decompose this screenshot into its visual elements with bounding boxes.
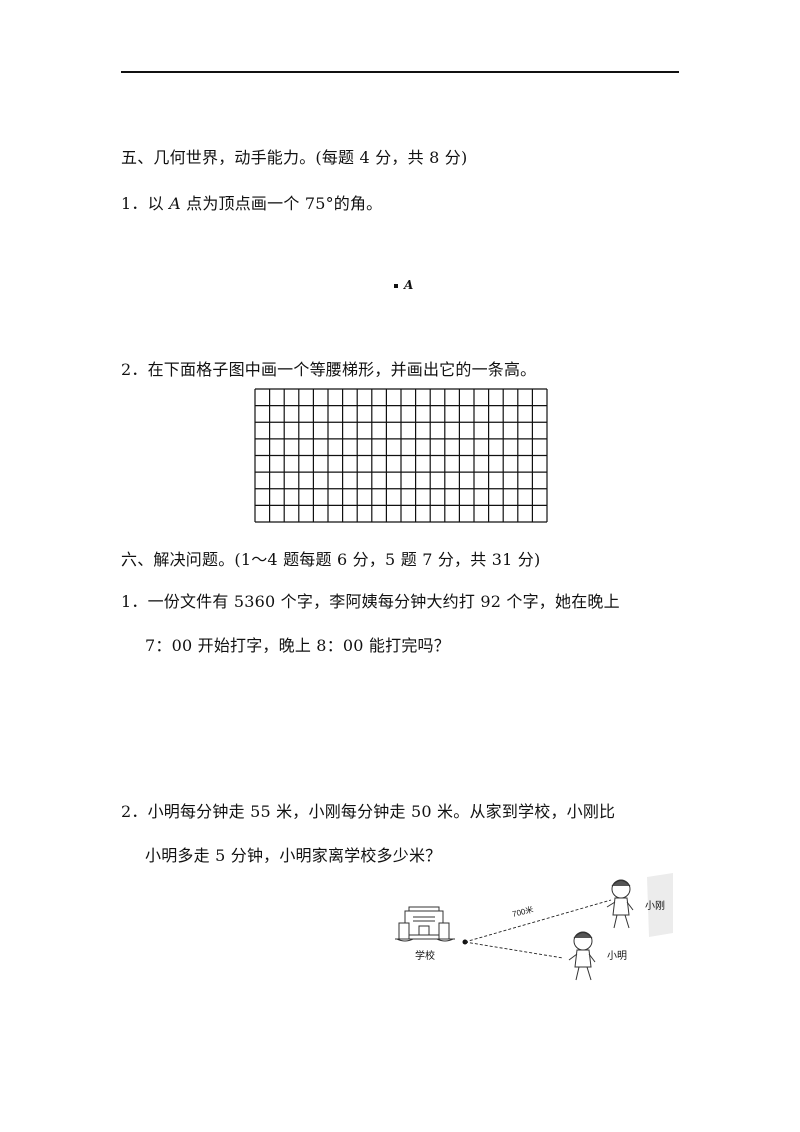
background-panel — [647, 873, 673, 937]
question-5-1-var: A — [169, 194, 181, 213]
path-to-xiaogang — [464, 899, 612, 943]
xiaogang-figure-icon — [606, 879, 634, 929]
question-6-2-line-2: 小明多走 5 分钟，小明家离学校多少米？ — [145, 846, 442, 865]
question-6-1-line-1: 1．一份文件有 5360 个字，李阿姨每分钟大约打 92 个字，她在晚上 — [121, 592, 620, 611]
point-a-marker: A — [394, 278, 413, 292]
question-6-2-line-1: 2．小明每分钟走 55 米，小刚每分钟走 50 米。从家到学校，小刚比 — [121, 802, 616, 821]
xiaoming-figure-icon — [568, 931, 596, 981]
question-5-1-prefix: 1．以 — [121, 194, 170, 213]
school-building-icon — [395, 906, 455, 942]
xiaoming-label: 小明 — [607, 950, 627, 962]
header-rule — [121, 71, 679, 73]
question-5-2: 2．在下面格子图中画一个等腰梯形，并画出它的一条高。 — [121, 360, 537, 379]
distance-label: 700米 — [511, 904, 534, 919]
section-5-title: 五、几何世界，动手能力。(每题 4 分，共 8 分) — [121, 148, 468, 167]
path-to-xiaoming — [464, 941, 564, 959]
question-5-1-suffix: 点为顶点画一个 75°的角。 — [180, 194, 383, 213]
point-a-dot — [394, 283, 398, 288]
school-label: 学校 — [415, 949, 435, 962]
square-grid — [254, 388, 548, 523]
section-6-title: 六、解决问题。(1～4 题每题 6 分，5 题 7 分，共 31 分) — [121, 550, 541, 569]
point-a-label: A — [404, 278, 414, 292]
distance-illustration: 学校 700米 小刚 小明 — [395, 873, 673, 981]
question-5-1: 1．以 A 点为顶点画一个 75°的角。 — [121, 193, 382, 215]
xiaogang-label: 小刚 — [645, 900, 665, 912]
question-6-1-line-2: 7：00 开始打字，晚上 8：00 能打完吗？ — [145, 636, 450, 655]
